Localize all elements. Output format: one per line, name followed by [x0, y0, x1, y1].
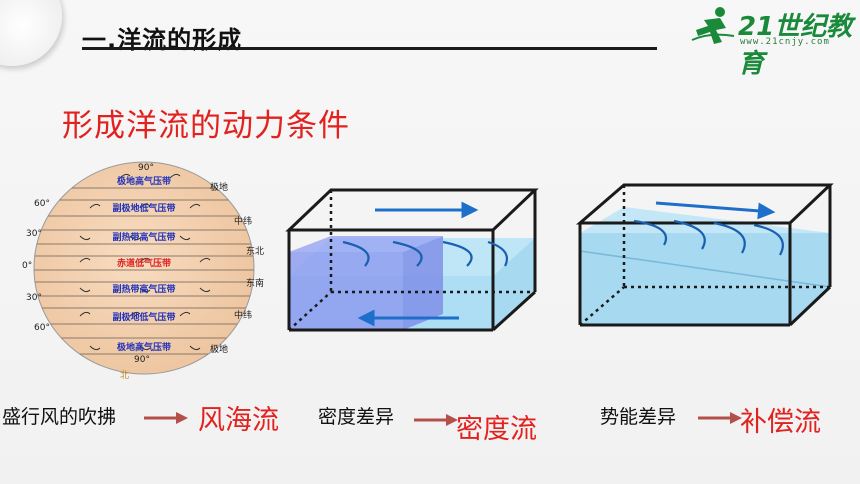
- title-underline: [82, 47, 657, 50]
- latitude-label: 60°: [34, 199, 50, 209]
- pressure-belt-globe: 极地高气压带 副极地低气压带 副热带高气压带 赤道低气压带 副热带高气压带 副极…: [20, 158, 270, 381]
- partial-label: 北: [120, 370, 129, 380]
- caption-cause-density: 密度差异: [318, 406, 395, 428]
- band-label: 副热带高气压带: [112, 283, 175, 295]
- latitude-label: 90°: [134, 355, 150, 365]
- runner-icon: [691, 7, 735, 44]
- header-bar: 一.洋流的形成 21世纪教育 www.21cnjy.com: [0, 0, 860, 79]
- band-label: 极地高气压带: [117, 175, 171, 187]
- caption-result-potential: 补偿流: [740, 407, 821, 438]
- section-subtitle: 形成洋流的动力条件: [62, 108, 350, 144]
- latitude-label: 60°: [34, 323, 50, 333]
- caption-result-density: 密度流: [456, 414, 537, 445]
- latitude-label: 0°: [22, 261, 32, 271]
- decorative-circle: [0, 0, 62, 66]
- wind-label: 东南: [246, 277, 264, 289]
- wind-label: 中纬: [234, 309, 252, 321]
- band-label: 副极地低气压带: [112, 311, 175, 323]
- globe-figure: 极地高气压带 副极地低气压带 副热带高气压带 赤道低气压带 副热带高气压带 副极…: [22, 161, 264, 381]
- band-label: 副热带高气压带: [112, 231, 175, 243]
- band-label: 赤道低气压带: [117, 257, 171, 269]
- latitude-label: 30°: [26, 229, 42, 239]
- wind-label: 东北: [246, 245, 264, 257]
- compensation-current-tank: [574, 177, 844, 336]
- caption-result-wind: 风海流: [198, 405, 279, 436]
- logo-url: www.21cnjy.com: [740, 37, 830, 47]
- arrow-right-icon: [698, 412, 742, 424]
- arrow-right-icon: [414, 414, 458, 426]
- caption-cause-wind: 盛行风的吹拂: [2, 406, 117, 428]
- latitude-label: 30°: [26, 293, 42, 303]
- band-label: 副极地低气压带: [112, 202, 175, 214]
- arrow-right-icon: [144, 412, 188, 424]
- band-label: 极地高气压带: [117, 341, 171, 353]
- wind-label: 极地: [210, 181, 228, 193]
- tank-figure: [575, 183, 834, 327]
- brand-logo: 21世纪教育 www.21cnjy.com: [690, 6, 855, 79]
- caption-cause-potential: 势能差异: [600, 406, 677, 428]
- wind-label: 中纬: [234, 215, 252, 227]
- tank-figure: [285, 188, 539, 332]
- latitude-label: 90°: [138, 163, 154, 173]
- wind-label: 极地: [210, 343, 228, 355]
- density-current-tank: [283, 180, 558, 339]
- logo-text: 21世纪教育: [738, 12, 853, 79]
